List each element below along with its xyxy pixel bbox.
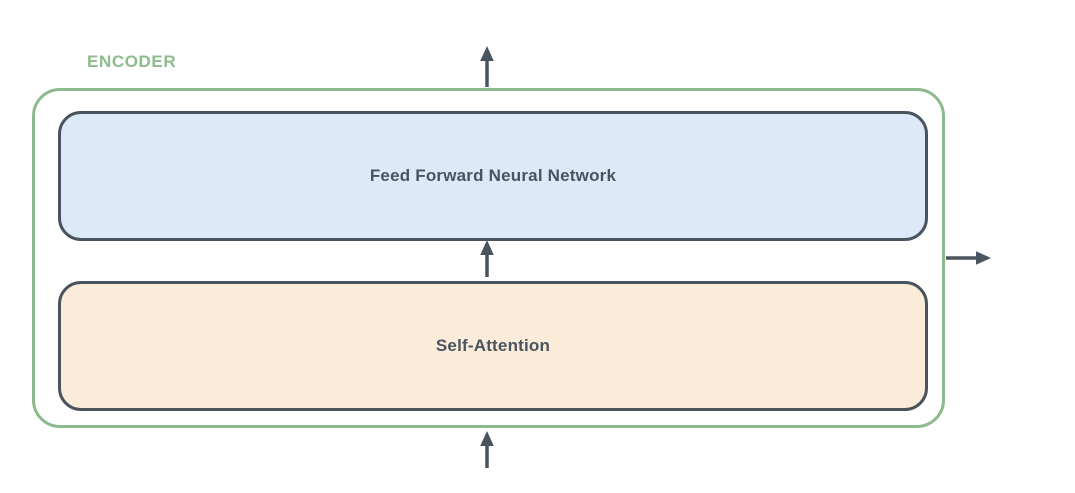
output-arrow-top-icon: [480, 46, 494, 87]
feed-forward-label: Feed Forward Neural Network: [369, 166, 617, 185]
encoder-container: Feed Forward Neural Network Self-Attenti…: [32, 88, 945, 428]
encoder-label: ENCODER: [87, 52, 177, 71]
output-arrow-right-icon: [946, 251, 991, 265]
self-attention-label: Self-Attention: [435, 336, 551, 355]
self-attention-block: Self-Attention: [58, 281, 928, 411]
input-arrow-bottom-icon: [480, 431, 494, 468]
feed-forward-block: Feed Forward Neural Network: [58, 111, 928, 241]
